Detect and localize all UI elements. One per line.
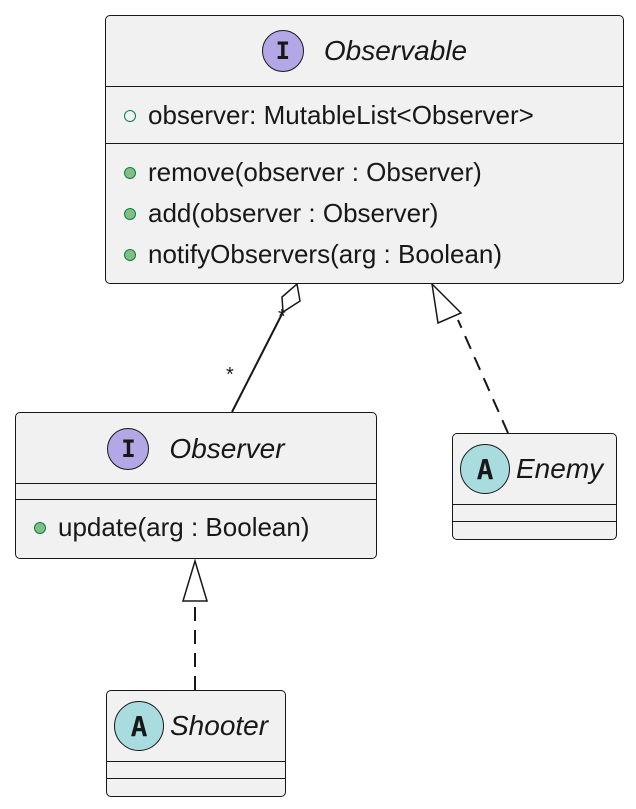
- observer-name: Observer: [169, 433, 285, 464]
- divider: [16, 483, 376, 484]
- shooter-abstract-class[interactable]: A Shooter: [106, 690, 286, 797]
- public-field-icon: [124, 109, 136, 122]
- shooter-realization-edge: [181, 558, 209, 690]
- aggregation-edge: [231, 282, 301, 413]
- aggregation-diamond: [281, 282, 301, 314]
- enemy-name: Enemy: [516, 453, 604, 484]
- observer-method: update(arg : Boolean): [34, 512, 310, 543]
- divider: [107, 761, 285, 762]
- enemy-abstract-class[interactable]: A Enemy: [452, 433, 617, 540]
- observable-interface[interactable]: I Observable observer: MutableList<Obser…: [105, 15, 624, 284]
- enemy-header: A Enemy: [453, 434, 616, 504]
- shooter-header: A Shooter: [107, 691, 285, 761]
- divider: [453, 521, 616, 522]
- field-label: observer: MutableList<Observer>: [148, 100, 534, 130]
- divider: [453, 504, 616, 505]
- observer-interface[interactable]: I Observer update(arg : Boolean): [15, 412, 377, 559]
- observable-name: Observable: [323, 35, 468, 66]
- observable-field: observer: MutableList<Observer>: [124, 100, 534, 131]
- observable-header: I Observable: [106, 16, 623, 86]
- observer-header: I Observer: [16, 413, 376, 485]
- method-label: remove(observer : Observer): [148, 157, 482, 187]
- public-method-icon: [124, 248, 136, 261]
- divider: [106, 86, 623, 87]
- enemy-realization-arrowhead: [430, 281, 463, 325]
- interface-badge-icon: I: [107, 428, 150, 470]
- interface-badge-icon: I: [261, 30, 304, 72]
- shooter-realization-arrowhead: [181, 558, 209, 602]
- divider: [106, 143, 623, 144]
- observable-method: notifyObservers(arg : Boolean): [124, 239, 502, 270]
- method-label: notifyObservers(arg : Boolean): [148, 239, 503, 269]
- observable-method: add(observer : Observer): [124, 198, 438, 229]
- observable-method: remove(observer : Observer): [124, 157, 482, 188]
- enemy-realization-edge: [430, 281, 509, 434]
- divider: [107, 778, 285, 779]
- method-label: update(arg : Boolean): [58, 512, 310, 542]
- public-method-icon: [124, 166, 136, 179]
- shooter-name: Shooter: [170, 710, 269, 741]
- public-method-icon: [34, 521, 46, 534]
- method-label: add(observer : Observer): [148, 198, 439, 228]
- multiplicity-observable-end: *: [278, 306, 286, 328]
- multiplicity-observer-end: *: [226, 364, 234, 386]
- abstract-badge-icon: A: [460, 444, 510, 494]
- divider: [16, 499, 376, 500]
- abstract-badge-icon: A: [114, 701, 164, 751]
- public-method-icon: [124, 207, 136, 220]
